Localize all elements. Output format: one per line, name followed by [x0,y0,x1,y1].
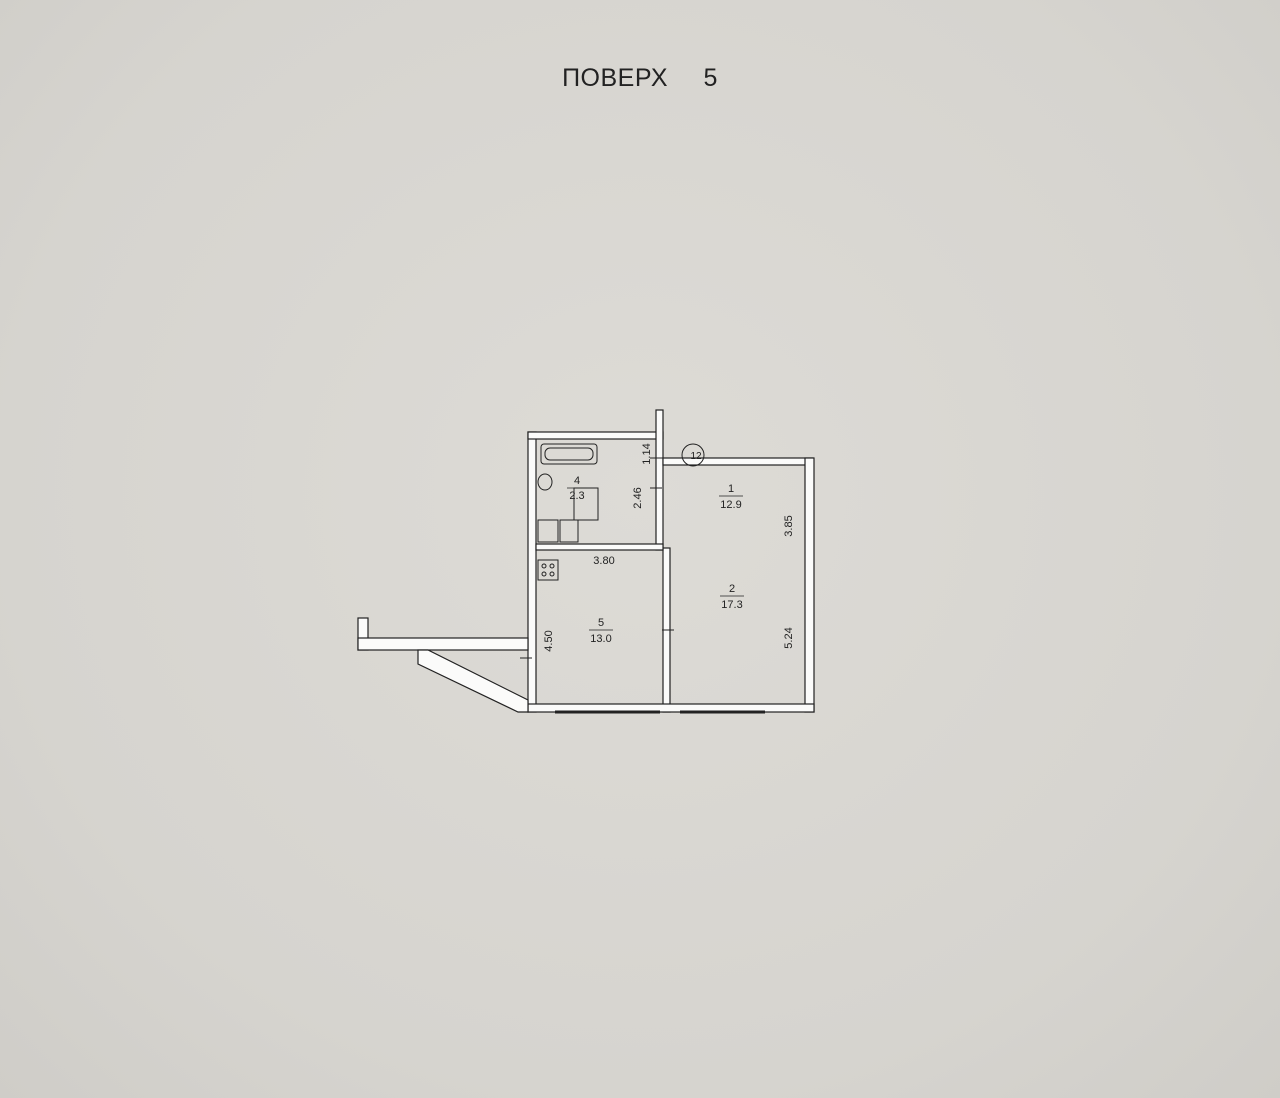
dimension-labels: 3.80 2.46 1.14 3.85 5.24 4.50 12 [543,443,795,651]
room-2-number: 2 [729,583,735,595]
room-2-area: 17.3 [721,599,742,611]
marker-circle [681,443,705,467]
dimension-524: 5.24 [783,627,795,648]
wall-east [804,457,815,713]
wall-balcony-rail [357,637,529,651]
room-4-area: 2.3 [569,490,584,502]
room-1-number: 1 [728,483,734,495]
cabinet-icon [559,519,579,543]
room-5-area: 13.0 [590,633,611,645]
stove-burner-icon [549,563,555,569]
room-labels: 1 12.9 2 17.3 4 2.3 5 13.0 [567,475,744,645]
room-5-number: 5 [598,617,604,629]
marker-circle-label: 12 [690,451,702,462]
floor-title: ПОВЕРХ 5 [0,64,1280,93]
floor-number: 5 [703,64,718,92]
wall-west [527,431,537,713]
dimension-450: 4.50 [543,630,555,651]
fixtures [520,443,705,659]
stove-icon [537,559,559,581]
stove-burner-icon [541,563,547,569]
stove-burner-icon [549,571,555,577]
bathtub-icon [540,443,598,465]
toilet-icon [537,473,553,491]
dimension-380: 3.80 [593,555,614,567]
floor-title-word: ПОВЕРХ [562,64,669,92]
walls [357,409,815,713]
bathtub-inner-icon [544,447,594,461]
washbasin-icon [537,519,559,543]
room-4-number: 4 [574,475,580,487]
dimension-385: 3.85 [783,515,795,536]
wall-bath-kitchen [535,543,664,551]
dimension-246: 2.46 [632,487,644,508]
room-1-area: 12.9 [720,499,741,511]
dimension-114: 1.14 [641,443,653,464]
wall-loggia-slant [417,649,529,713]
wall-room-top [662,457,814,466]
wall-bath-top [527,431,664,440]
wall-partition-upper [655,409,664,551]
stove-burner-icon [541,571,547,577]
